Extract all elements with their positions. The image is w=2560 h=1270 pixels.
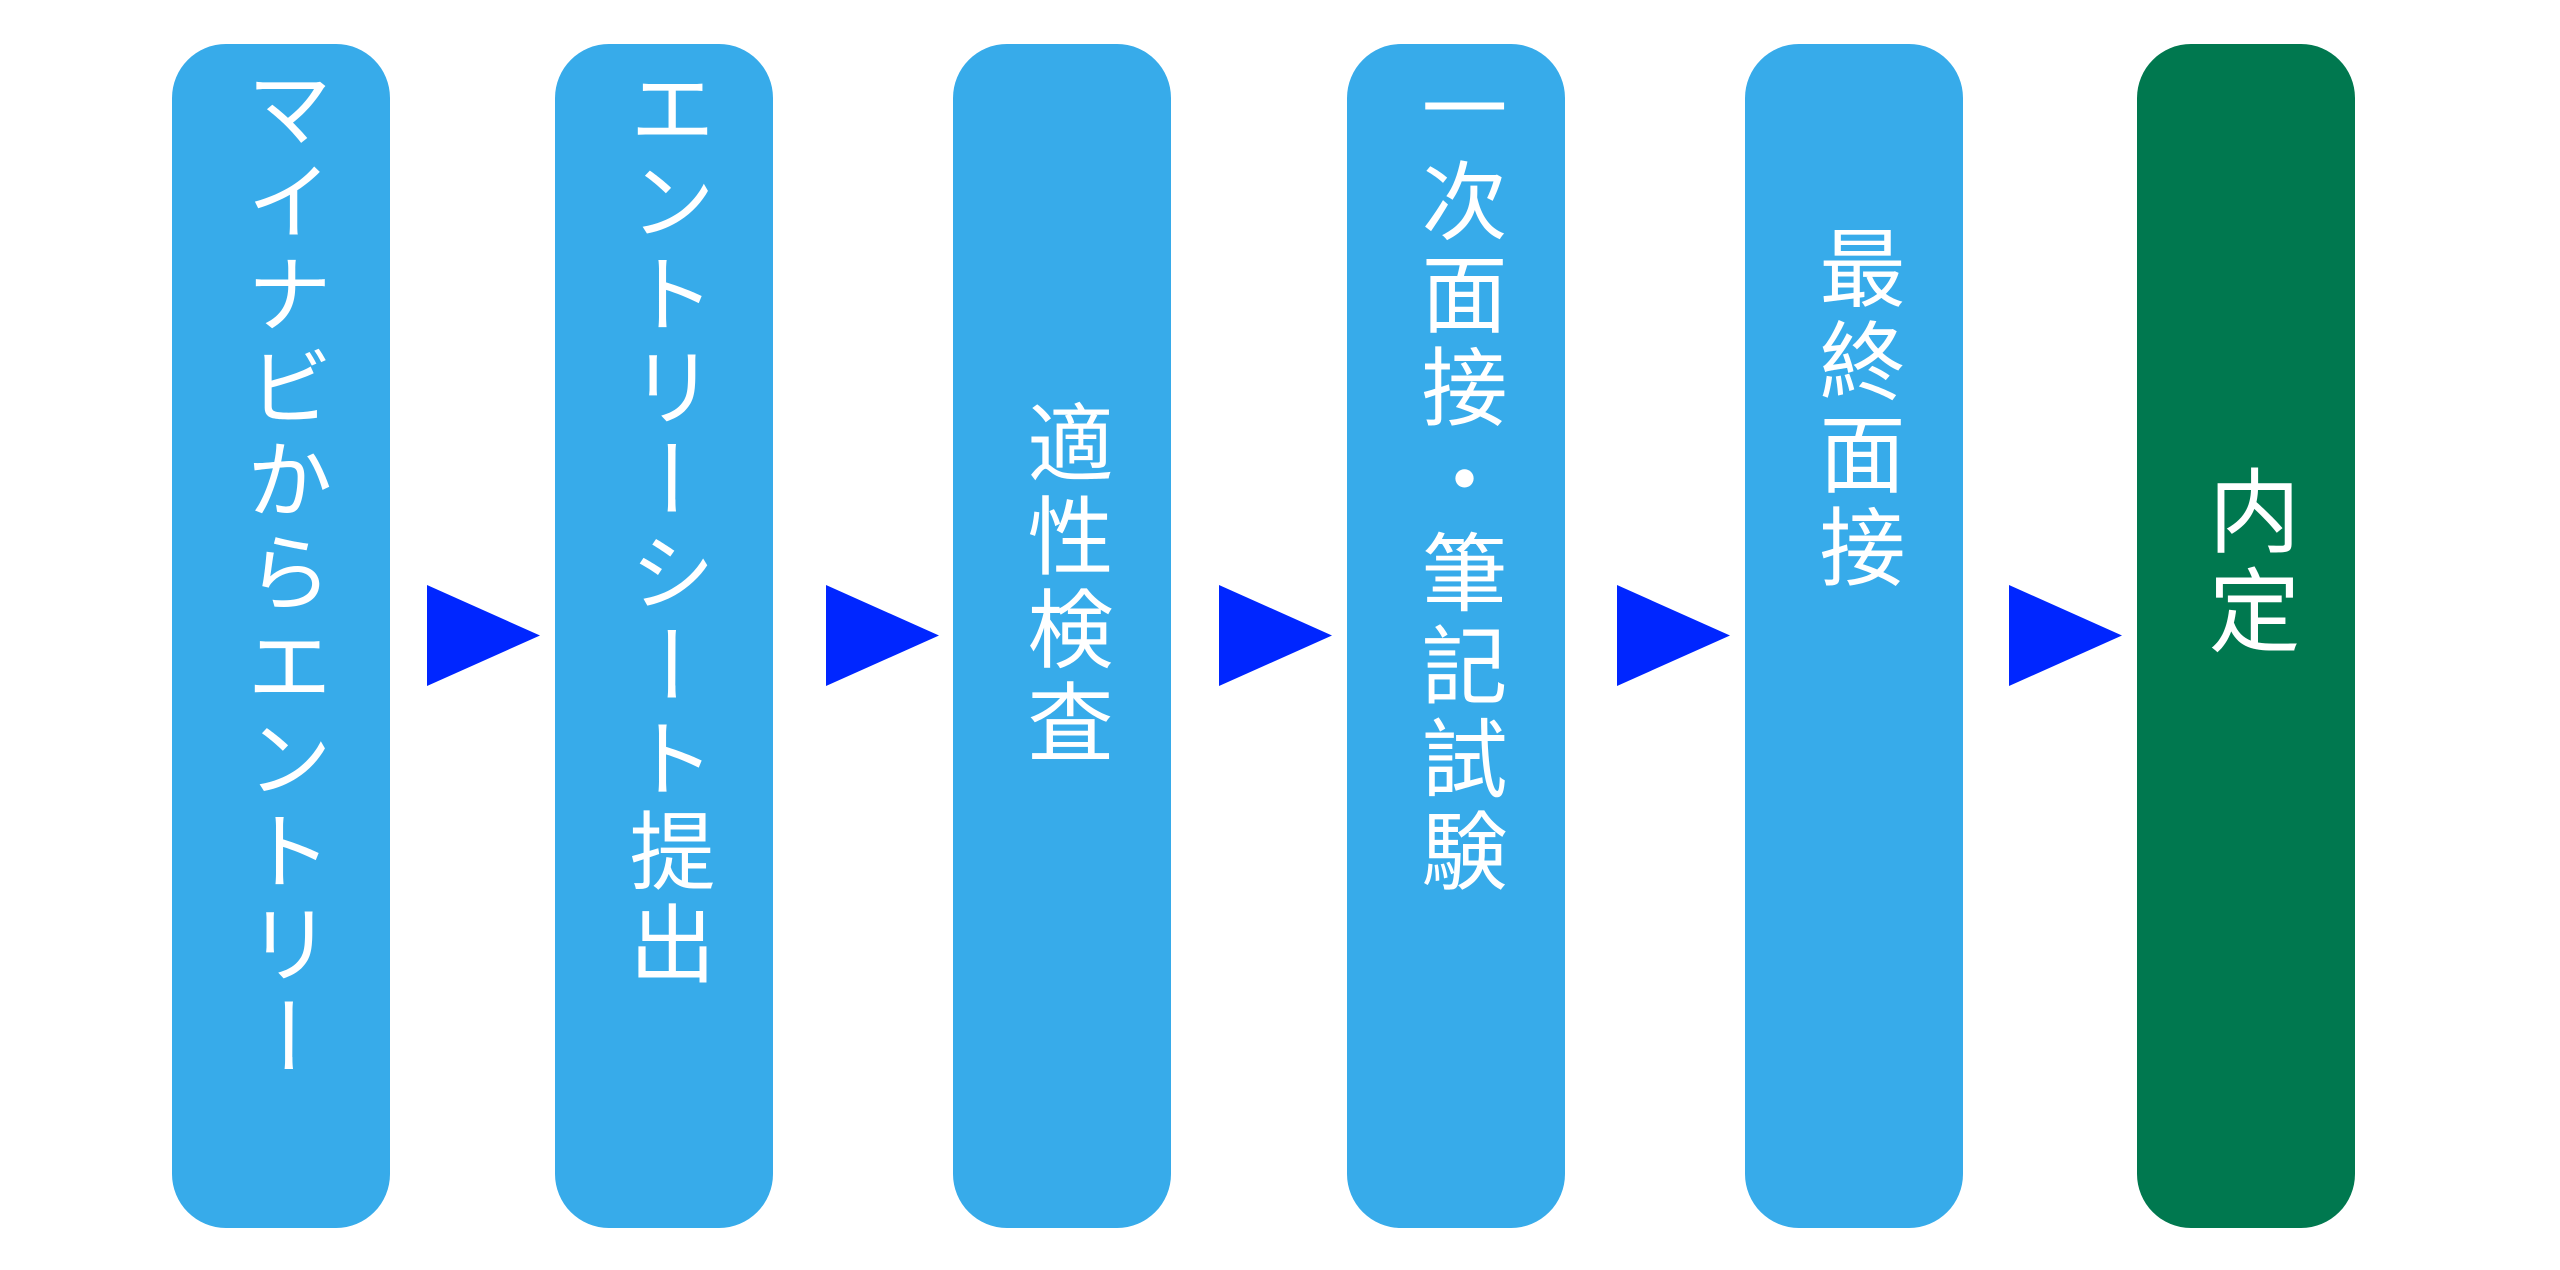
arrow-3 — [1219, 585, 1332, 686]
step-label: 内定 — [2193, 464, 2300, 663]
step-label: マイナビからエントリー — [231, 64, 331, 1086]
step-mynavi-entry: マイナビからエントリー — [172, 44, 390, 1228]
right-triangle-arrow-icon — [826, 585, 939, 686]
step-label: エントリーシート提出 — [614, 64, 714, 993]
right-triangle-arrow-icon — [427, 585, 540, 686]
step-final-interview: 最終面接 — [1745, 44, 1963, 1228]
step-job-offer: 内定 — [2137, 44, 2355, 1228]
step-aptitude-test: 適性検査 — [953, 44, 1171, 1228]
step-label: 最終面接 — [1804, 224, 1904, 596]
step-label: 一次面接・筆記試験 — [1406, 64, 1506, 900]
arrow-4 — [1617, 585, 1730, 686]
right-triangle-arrow-icon — [1617, 585, 1730, 686]
right-triangle-arrow-icon — [1219, 585, 1332, 686]
step-entry-sheet: エントリーシート提出 — [555, 44, 773, 1228]
arrow-2 — [826, 585, 939, 686]
right-triangle-arrow-icon — [2009, 585, 2122, 686]
step-label: 適性検査 — [1012, 399, 1112, 771]
arrow-1 — [427, 585, 540, 686]
arrow-5 — [2009, 585, 2122, 686]
step-first-interview-written-test: 一次面接・筆記試験 — [1347, 44, 1565, 1228]
